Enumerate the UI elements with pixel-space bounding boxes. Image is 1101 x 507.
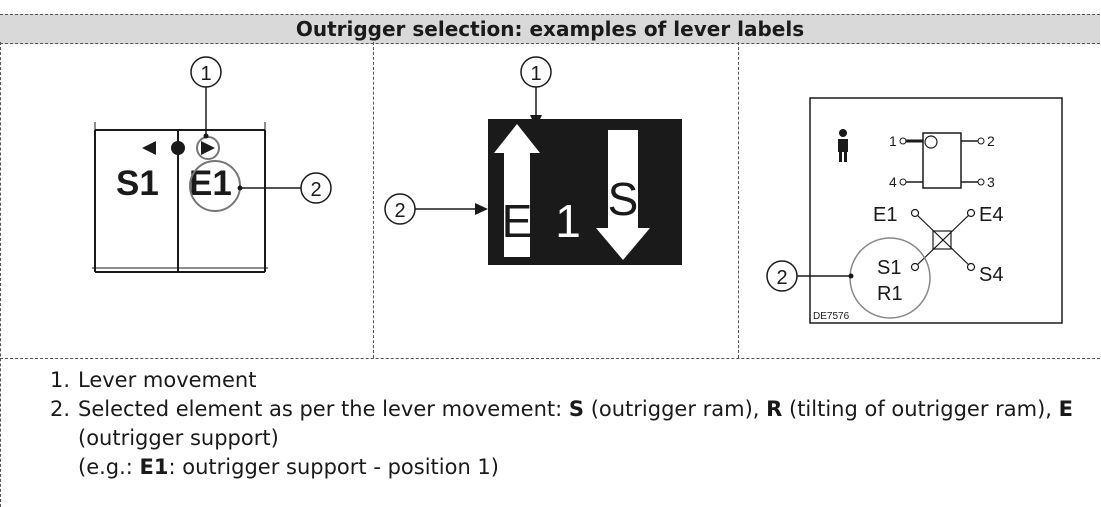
lever-label-s1: S1 — [116, 164, 159, 203]
note-number: 1. — [50, 368, 71, 392]
note-text: Selected element as per the lever moveme… — [78, 397, 1074, 479]
lever-label-s: S — [608, 173, 639, 225]
label-plate-frame — [809, 97, 1063, 324]
lever-label-r1: R1 — [877, 283, 903, 305]
callout-1: 1 — [530, 63, 541, 85]
drawing-code: DE7576 — [813, 311, 850, 322]
lever-label-s4: S4 — [979, 264, 1003, 286]
up-arrow-icon — [494, 124, 540, 257]
arrow-right-icon — [201, 141, 215, 155]
callout-arrowhead-icon — [475, 203, 488, 215]
position-4: 4 — [889, 174, 897, 190]
table-border-left — [0, 42, 1, 507]
column-divider-2 — [738, 42, 739, 358]
panel-lever-label-3: 1 2 4 3 E1 E4 S1 S4 R1 DE7576 2 — [745, 50, 1095, 350]
callout-2: 2 — [394, 200, 405, 222]
lever-dot-icon — [171, 141, 185, 155]
table-title: Outrigger selection: examples of lever l… — [0, 14, 1100, 44]
lever-label-e1: E1 — [873, 204, 897, 226]
down-arrow-icon — [596, 130, 650, 260]
lever-label-1: 1 — [555, 195, 581, 247]
callout-arrowhead-icon — [530, 115, 542, 128]
note-1: 1. Lever movement — [50, 366, 1090, 395]
position-2: 2 — [987, 133, 995, 149]
callout-1: 1 — [200, 63, 211, 85]
column-divider-1 — [373, 42, 374, 358]
row-divider — [0, 358, 1100, 359]
note-text: Lever movement — [78, 368, 257, 392]
panel-lever-label-2: E 1 S 1 2 — [378, 50, 733, 350]
panel-lever-label-1: S1 E1 1 2 — [60, 50, 360, 350]
note-number: 2. — [50, 397, 71, 421]
callout-2: 2 — [776, 267, 787, 289]
legend-notes: 1. Lever movement 2. Selected element as… — [50, 366, 1090, 482]
lever-label-s1: S1 — [877, 257, 901, 279]
position-3: 3 — [987, 174, 995, 190]
operator-icon — [838, 129, 848, 162]
lever-label-e: E — [502, 195, 533, 247]
lever-label-e4: E4 — [979, 204, 1003, 226]
arrow-left-icon — [142, 141, 156, 155]
position-1: 1 — [889, 133, 897, 149]
callout-2: 2 — [310, 179, 321, 201]
note-2: 2. Selected element as per the lever mov… — [50, 395, 1090, 482]
